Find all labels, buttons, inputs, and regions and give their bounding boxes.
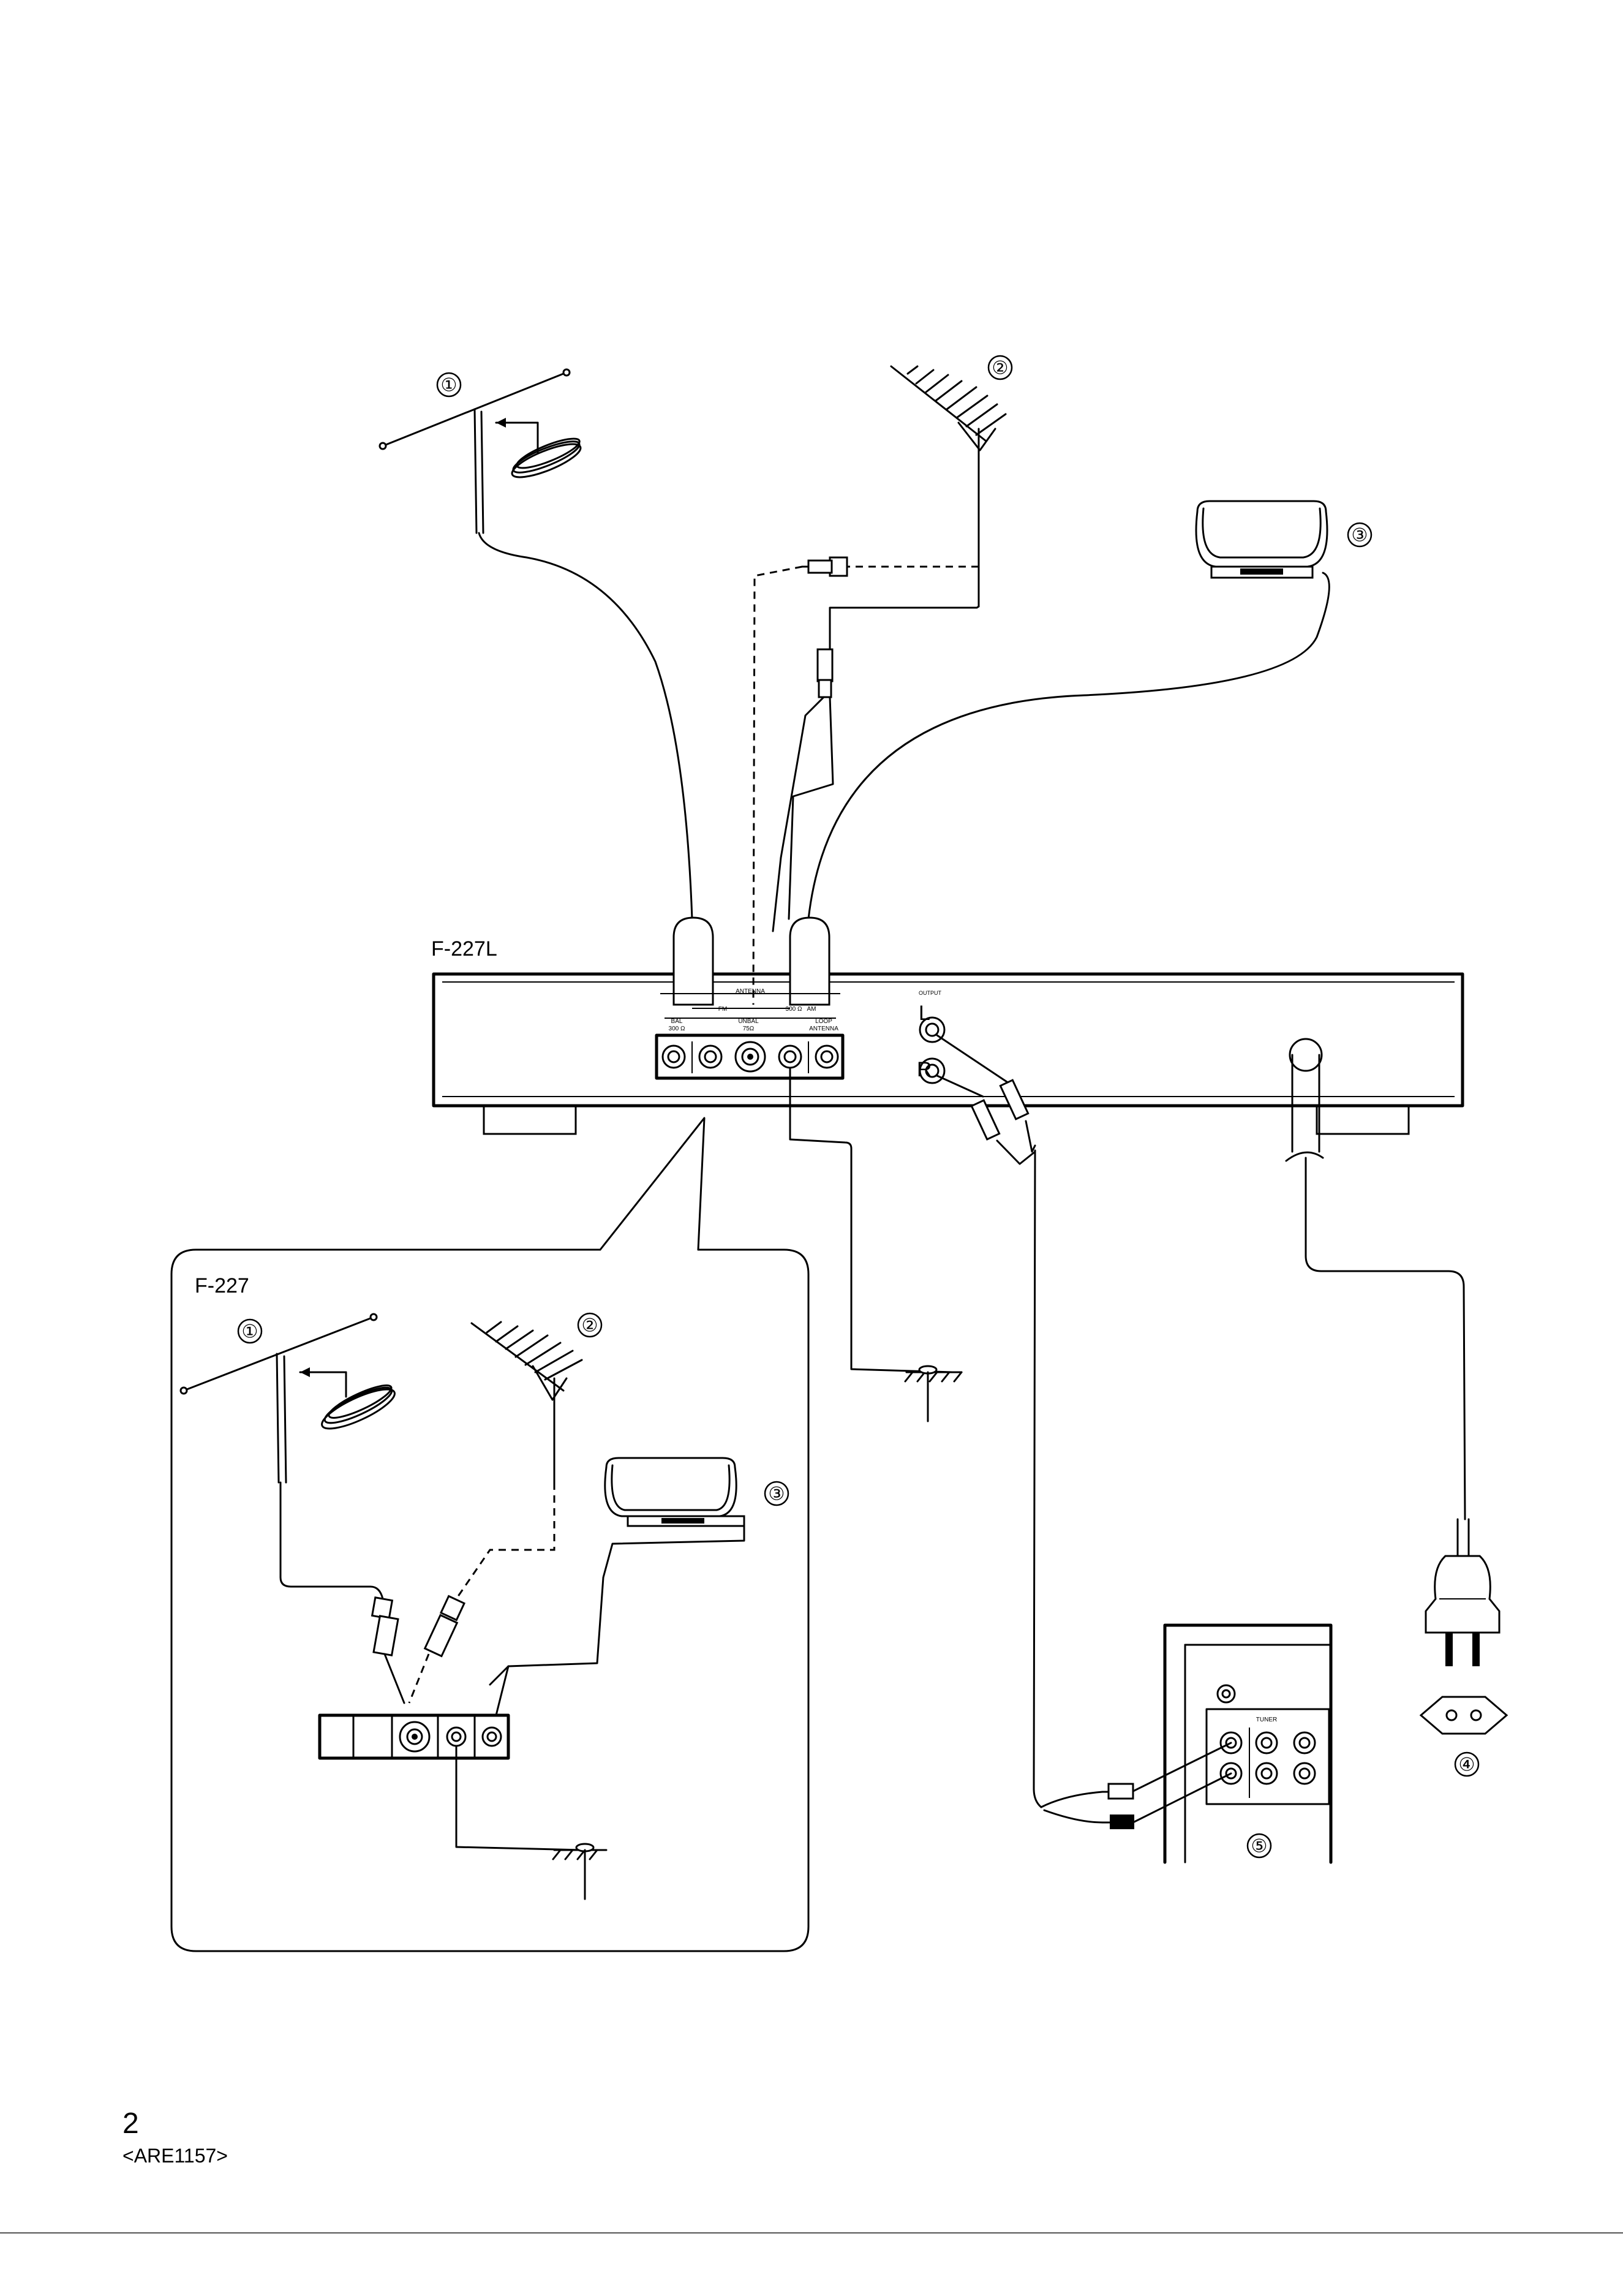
cable-boots [672, 916, 830, 1006]
antenna-terminals: ANTENNA FM 300 Ω AM BAL 300 Ω UNBAL 75Ω … [655, 988, 845, 1080]
power-cord [1285, 1038, 1466, 1520]
unbal-label: UNBAL [738, 1018, 759, 1025]
unbal-impedance: 75Ω [743, 1025, 755, 1032]
main-model-label: F-227L [431, 937, 497, 961]
inset-callout-pointer [599, 1117, 706, 1251]
bal-label: BAL [671, 1018, 683, 1025]
loop-label: LOOP [815, 1018, 832, 1025]
ground-wire-main [789, 1068, 963, 1422]
doc-code: <ARE1157> [122, 2145, 228, 2167]
loop-antenna-label: ANTENNA [809, 1025, 838, 1032]
amplifier: TUNER [1040, 1623, 1333, 1864]
output-label: OUTPUT [919, 990, 942, 996]
inset-panel: F-227 ① ② [170, 1248, 810, 1952]
callout-3-text: ③ [1352, 526, 1368, 546]
fm-outdoor-antenna [752, 365, 1007, 1005]
inset-model-label: F-227 [195, 1274, 249, 1297]
bal-impedance: 300 Ω [669, 1025, 685, 1032]
callout-4: ④ [1454, 1751, 1480, 1777]
callout-2-text: ② [992, 358, 1009, 379]
footer: 2 <ARE1157> [0, 2107, 1623, 2234]
am-loop-antenna [807, 500, 1330, 920]
tuner-rear-panel [432, 972, 1464, 1135]
callout-5: ⑤ [1246, 1833, 1272, 1859]
callout-1: ① [436, 372, 462, 398]
fm-wire-antenna [378, 368, 693, 920]
am-impedance: 300 Ω [786, 1006, 802, 1013]
tuner-input-label: TUNER [1256, 1716, 1277, 1723]
callout-4-text: ④ [1459, 1755, 1475, 1775]
inset-callout-3-text: ③ [769, 1484, 785, 1505]
output-jacks: OUTPUT L R [917, 990, 1042, 1808]
antenna-header: ANTENNA [736, 988, 765, 995]
callout-3: ③ [1347, 522, 1373, 548]
am-label: AM [807, 1006, 816, 1013]
fm-label: FM [718, 1006, 727, 1013]
inset-callout-1-text: ① [242, 1322, 258, 1342]
inset-callout-2-text: ② [582, 1316, 598, 1336]
callout-2: ② [987, 355, 1013, 380]
callout-1-text: ① [441, 376, 458, 396]
power-plug [1419, 1518, 1508, 1735]
page-number: 2 [122, 2107, 139, 2140]
callout-5-text: ⑤ [1251, 1837, 1268, 1857]
